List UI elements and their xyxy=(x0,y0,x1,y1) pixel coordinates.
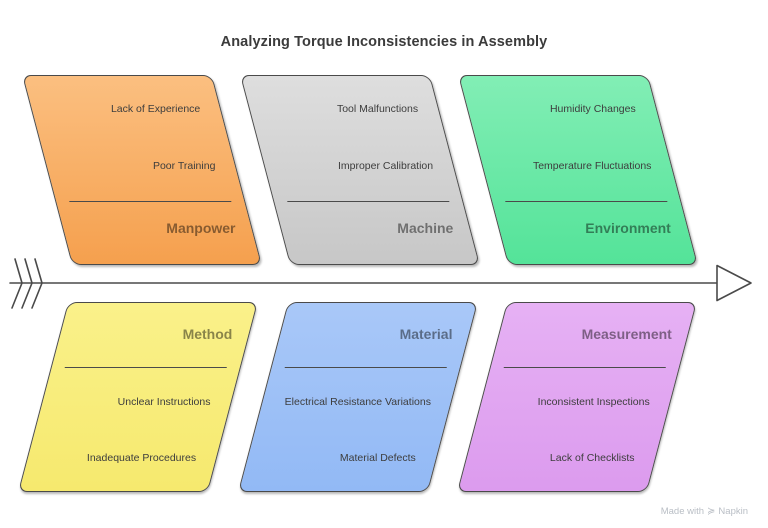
cause-label: Electrical Resistance Variations xyxy=(284,396,431,408)
cause-label: Temperature Fluctuations xyxy=(532,160,651,172)
cause-label: Humidity Changes xyxy=(550,103,636,115)
arrowhead-icon xyxy=(716,264,752,302)
napkin-brand-text: Napkin xyxy=(718,506,748,517)
page-title: Analyzing Torque Inconsistencies in Asse… xyxy=(220,34,548,50)
cause-label: Lack of Experience xyxy=(110,103,200,115)
category-label: Material xyxy=(399,326,453,342)
category-label: Manpower xyxy=(166,220,236,236)
cause-label: Lack of Checklists xyxy=(550,452,635,464)
cause-label: Poor Training xyxy=(152,160,215,172)
cause-label: Unclear Instructions xyxy=(117,396,211,408)
made-with-napkin-credit[interactable]: Made with ≽ Napkin xyxy=(661,506,748,517)
separator-line xyxy=(284,367,447,368)
separator-line xyxy=(287,201,450,202)
cause-label: Inadequate Procedures xyxy=(86,452,196,464)
cause-label: Improper Calibration xyxy=(337,160,433,172)
category-label: Measurement xyxy=(581,326,672,342)
separator-line xyxy=(64,367,227,368)
cause-label: Material Defects xyxy=(340,452,416,464)
separator-line xyxy=(505,201,668,202)
separator-line xyxy=(503,367,666,368)
made-with-text: Made with xyxy=(660,506,705,517)
category-label: Environment xyxy=(585,220,672,236)
category-label: Machine xyxy=(397,220,454,236)
category-label: Method xyxy=(182,326,233,342)
cause-label: Inconsistent Inspections xyxy=(537,396,650,408)
separator-line xyxy=(69,201,232,202)
cause-label: Tool Malfunctions xyxy=(336,103,418,115)
napkin-logo-icon: ≽ xyxy=(707,505,716,517)
